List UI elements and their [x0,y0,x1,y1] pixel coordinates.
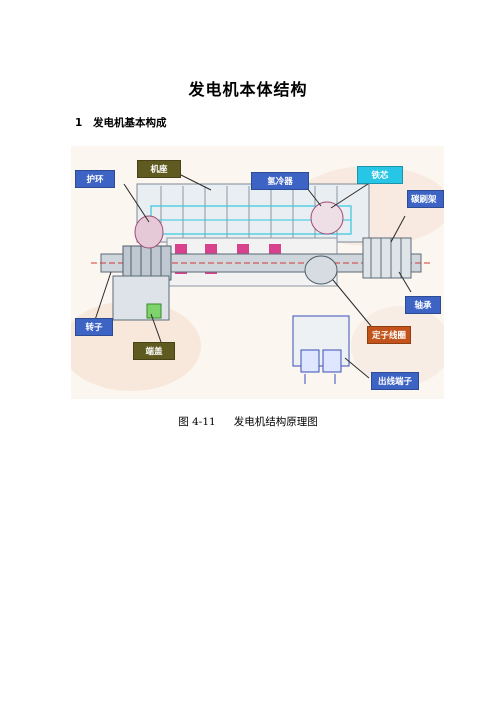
label-terminal: 出线端子 [371,372,419,390]
label-rotor: 转子 [75,318,113,336]
section-title: 发电机基本构成 [93,117,167,129]
caption-number: 图 4-11 [178,416,216,428]
label-bearing: 轴承 [405,296,441,314]
section-heading: 1 发电机基本构成 [75,115,167,130]
generator-structure-figure: 护环 机座 氢冷器 铁芯 碳刷架 轴承 定子线圈 出线端子 端盖 转子 [71,146,444,399]
generator-drawing [71,166,444,391]
figure-caption: 图 4-11 发电机结构原理图 [0,414,496,429]
label-stator-coil: 定子线圈 [367,326,411,344]
label-retaining-ring: 护环 [75,170,115,188]
label-hydrogen-cooler: 氢冷器 [251,172,309,190]
caption-text: 发电机结构原理图 [233,416,318,428]
label-core: 铁芯 [357,166,403,184]
label-brush-holder: 碳刷架 [407,190,444,208]
label-frame: 机座 [137,160,181,178]
section-number: 1 [75,117,83,129]
page-title: 发电机本体结构 [188,80,308,99]
label-end-cover: 端盖 [133,342,175,360]
